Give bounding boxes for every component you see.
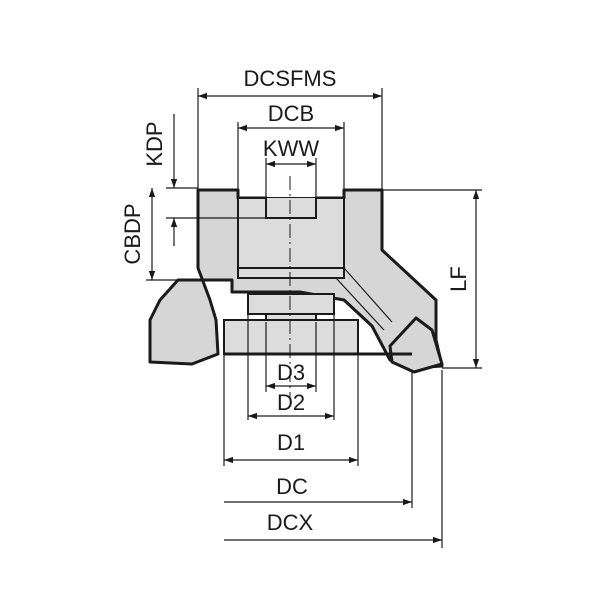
cutting-insert — [388, 316, 444, 374]
label-dcsfms: DCSFMS — [244, 66, 337, 91]
label-d3: D3 — [277, 360, 305, 385]
chamfer-line-2 — [335, 277, 385, 331]
label-dc: DC — [276, 474, 308, 499]
label-d1: D1 — [277, 430, 305, 455]
label-kww: KWW — [263, 136, 319, 161]
label-d2: D2 — [277, 390, 305, 415]
label-dcb: DCB — [268, 101, 314, 126]
chamfer-line — [343, 267, 393, 323]
bottom-flange — [223, 319, 359, 355]
label-lf: LF — [446, 266, 471, 292]
shaft-step — [247, 293, 335, 315]
label-cbdp: CBDP — [120, 203, 145, 264]
label-kdp: KDP — [142, 121, 167, 166]
hub-ring — [237, 267, 345, 279]
label-dcx: DCX — [267, 510, 314, 535]
key-way — [265, 198, 317, 219]
